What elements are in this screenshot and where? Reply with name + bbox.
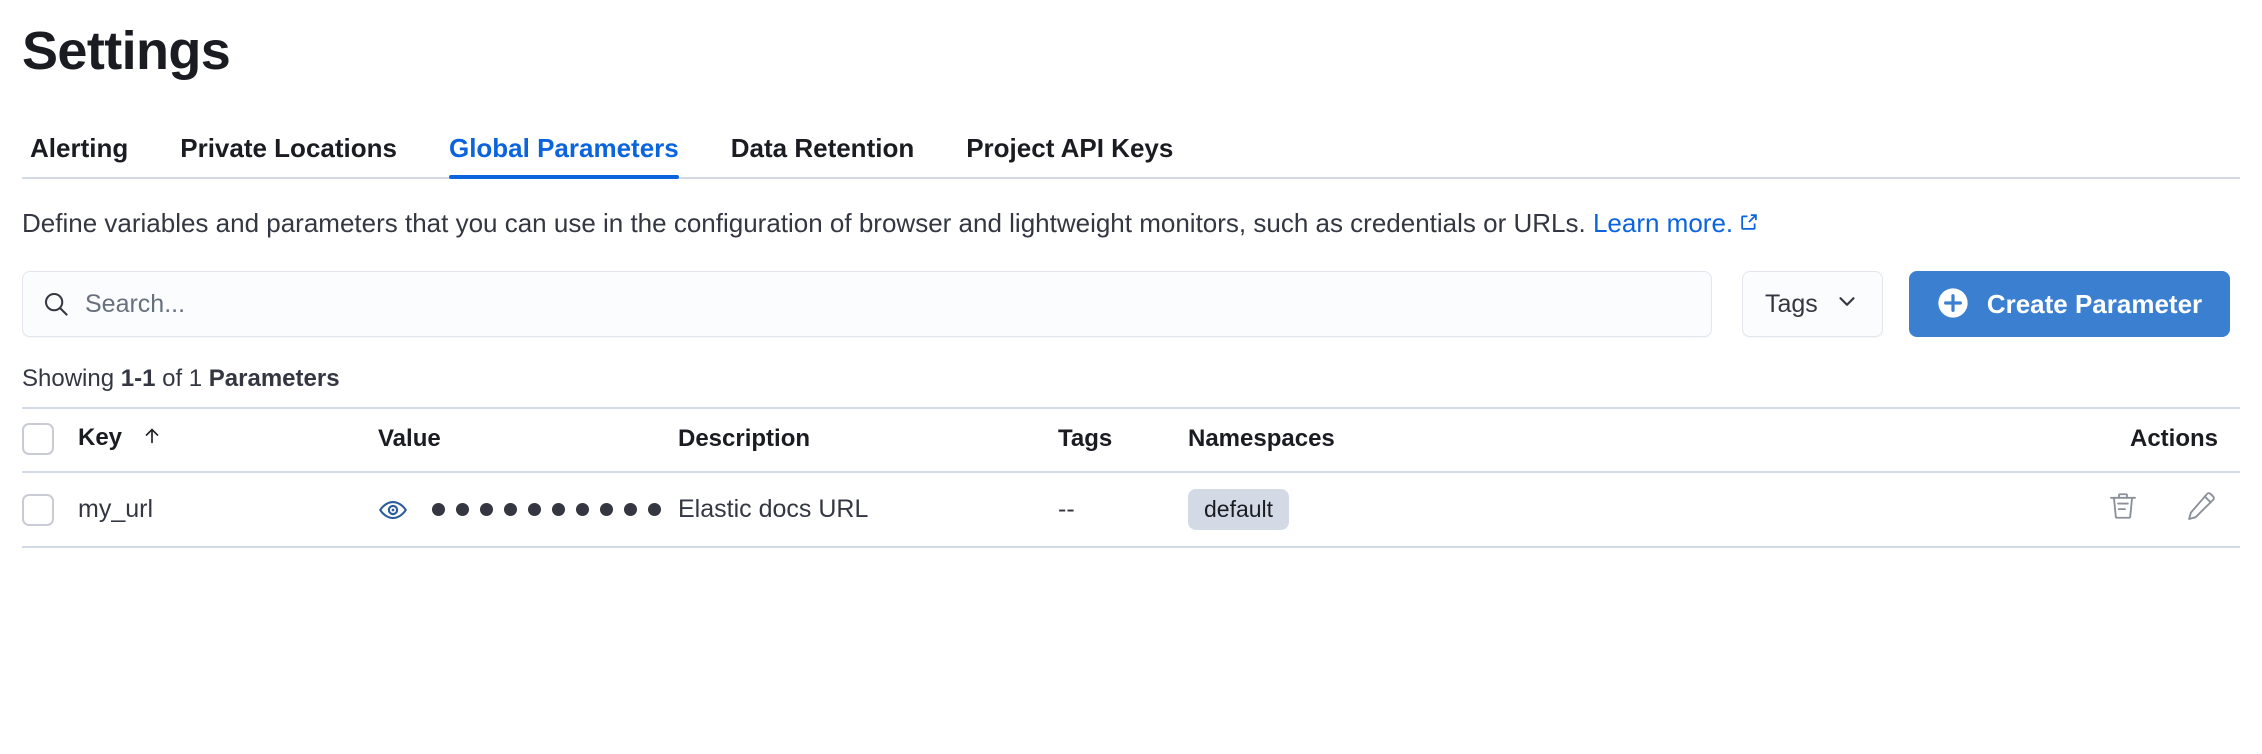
row-key-cell: my_url: [78, 472, 378, 549]
masked-value-dots: [432, 503, 661, 517]
select-all-checkbox[interactable]: [22, 423, 54, 456]
eye-icon[interactable]: [378, 495, 408, 525]
parameters-table: Key Value Description Tags Namespaces Ac…: [22, 407, 2240, 549]
column-value: Value: [378, 407, 678, 474]
masked-dot: [504, 503, 517, 517]
masked-dot: [576, 503, 589, 517]
external-link-icon: [1739, 207, 1759, 241]
search-icon: [41, 289, 71, 319]
row-checkbox[interactable]: [22, 493, 54, 526]
row-actions: [2106, 489, 2218, 523]
search-input[interactable]: [85, 272, 1693, 337]
column-namespaces-label: Namespaces: [1188, 425, 1335, 453]
row-value-cell: [378, 472, 678, 549]
column-key[interactable]: Key: [78, 407, 378, 474]
tags-filter-label: Tags: [1765, 289, 1818, 318]
description-body: Define variables and parameters that you…: [22, 208, 1593, 239]
table-header-row: Key Value Description Tags Namespaces Ac…: [22, 407, 2240, 474]
table-row: my_url: [22, 472, 2240, 549]
masked-dot: [648, 503, 661, 517]
column-select-all: [22, 407, 78, 474]
column-description: Description: [678, 407, 1058, 474]
tab-private-locations[interactable]: Private Locations: [180, 133, 397, 164]
results-summary: Showing 1-1 of 1 Parameters: [22, 365, 2240, 393]
value-wrapper: [378, 495, 678, 525]
masked-dot: [456, 503, 469, 517]
table-header: Key Value Description Tags Namespaces Ac…: [22, 407, 2240, 474]
summary-prefix: Showing: [22, 365, 121, 393]
plus-circle-icon: [1937, 287, 1969, 322]
column-actions: Actions: [1608, 407, 2240, 474]
column-key-label: Key: [78, 424, 123, 452]
tags-filter-button[interactable]: Tags: [1742, 271, 1883, 338]
masked-dot: [624, 503, 637, 517]
column-namespaces: Namespaces: [1188, 407, 1608, 474]
tab-alerting[interactable]: Alerting: [30, 133, 129, 164]
row-tags-cell: --: [1058, 472, 1188, 549]
summary-entity: Parameters: [208, 365, 340, 393]
arrow-up-icon: [141, 425, 163, 454]
summary-range: 1-1: [120, 365, 156, 393]
chevron-down-icon: [1834, 288, 1860, 321]
pencil-icon[interactable]: [2184, 489, 2218, 523]
tab-global-parameters[interactable]: Global Parameters: [423, 135, 705, 180]
row-select-cell: [22, 472, 78, 549]
row-description-cell: Elastic docs URL: [678, 472, 1058, 549]
row-actions-cell: [1608, 472, 2240, 549]
namespace-badge: default: [1188, 489, 1290, 530]
column-description-label: Description: [678, 425, 811, 453]
tab-bar: Alerting Private Locations Global Parame…: [22, 117, 2240, 180]
trash-icon[interactable]: [2106, 489, 2140, 523]
page-title: Settings: [22, 21, 231, 81]
summary-middle: of 1: [155, 365, 209, 393]
masked-dot: [528, 503, 541, 517]
column-value-label: Value: [378, 425, 441, 453]
tab-data-retention[interactable]: Data Retention: [730, 133, 915, 164]
tab-project-api-keys[interactable]: Project API Keys: [966, 133, 1174, 164]
learn-more-link[interactable]: Learn more.: [1592, 208, 1734, 239]
masked-dot: [432, 503, 445, 517]
create-parameter-button[interactable]: Create Parameter: [1908, 271, 2231, 338]
masked-dot: [480, 503, 493, 517]
search-box[interactable]: [22, 271, 1712, 338]
row-namespaces-cell: default: [1188, 472, 1608, 549]
controls-row: Tags Create Parameter: [22, 271, 2240, 338]
description-text: Define variables and parameters that you…: [22, 207, 2202, 241]
create-parameter-label: Create Parameter: [1986, 288, 2203, 319]
column-tags: Tags: [1058, 407, 1188, 474]
column-actions-label: Actions: [2129, 425, 2218, 453]
table-body: my_url: [22, 472, 2240, 549]
masked-dot: [600, 503, 613, 517]
masked-dot: [552, 503, 565, 517]
column-tags-label: Tags: [1058, 425, 1113, 453]
